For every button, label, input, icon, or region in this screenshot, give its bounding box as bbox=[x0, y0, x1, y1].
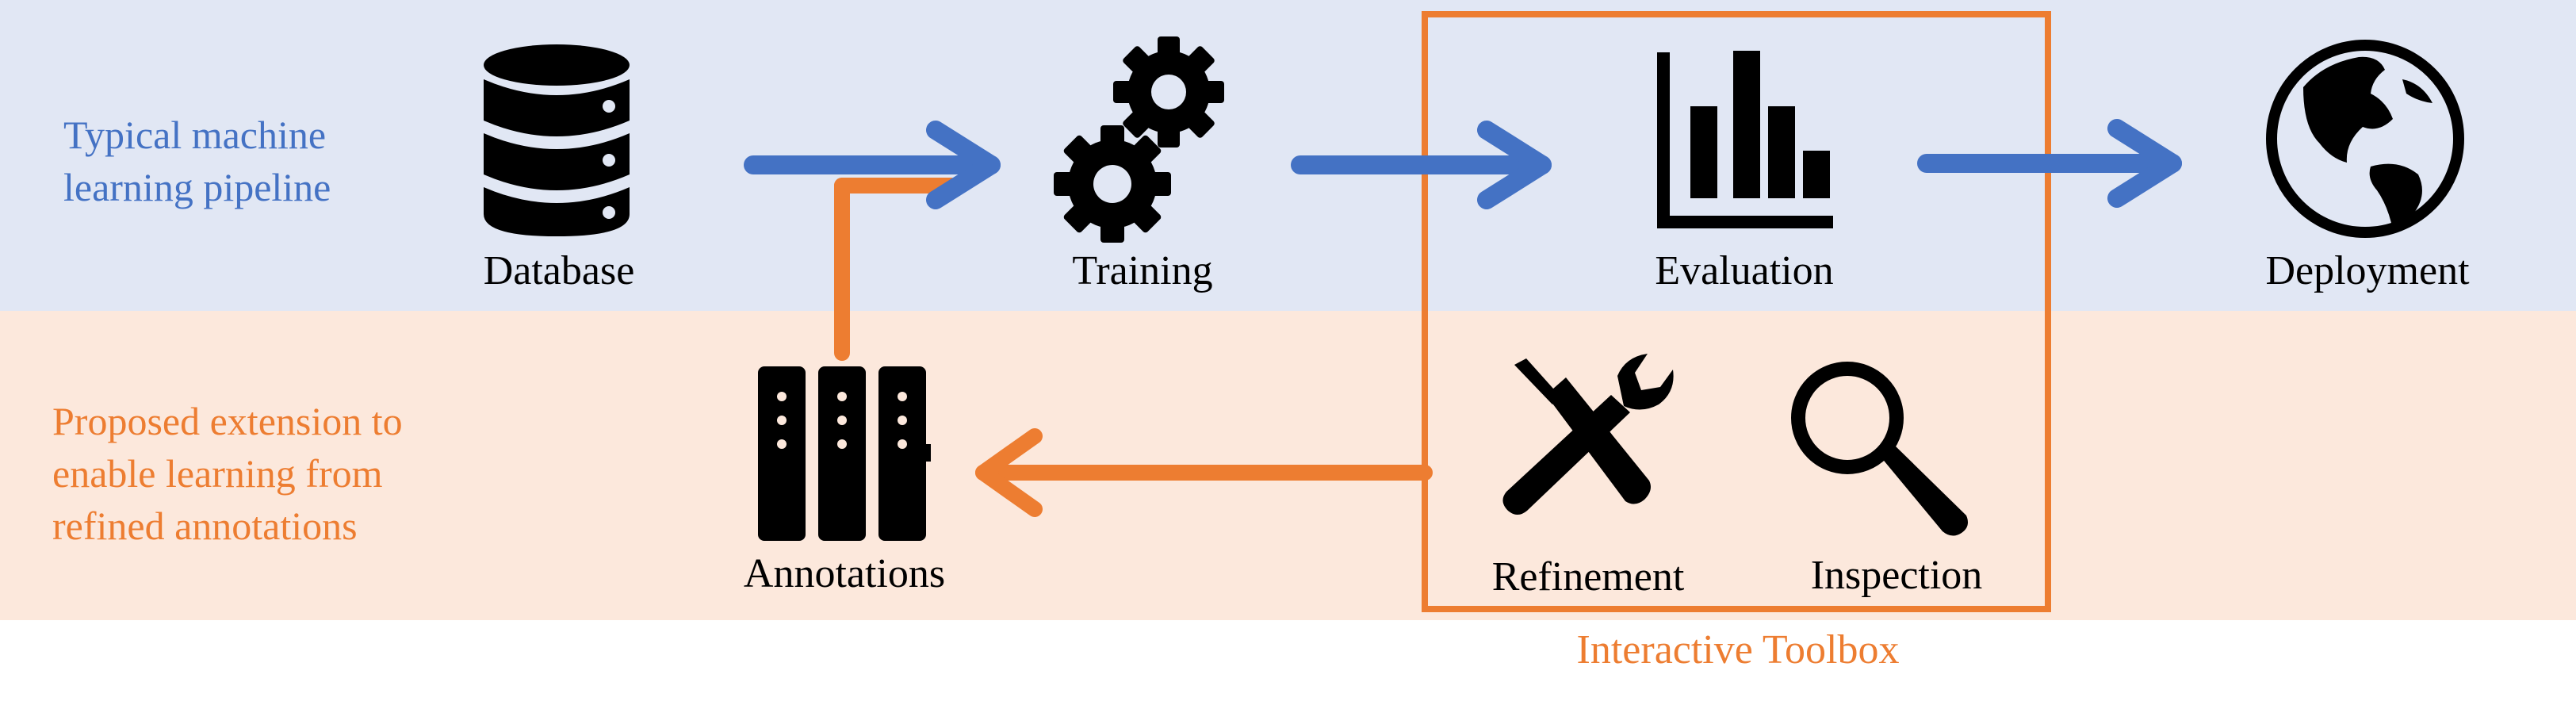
database-label: Database bbox=[483, 248, 635, 293]
evaluation-to-deployment-arrow bbox=[1917, 119, 2182, 208]
training-label: Training bbox=[1072, 248, 1213, 293]
interactive-toolbox-title: Interactive Toolbox bbox=[1576, 627, 1900, 672]
caption-line: learning pipeline bbox=[63, 165, 331, 209]
caption-line: Proposed extension to bbox=[52, 399, 403, 443]
caption-line: refined annotations bbox=[52, 504, 358, 548]
magnifier-icon bbox=[1791, 362, 1968, 536]
tools-icon bbox=[1502, 354, 1674, 515]
deployment-label: Deployment bbox=[2265, 248, 2470, 293]
database-icon bbox=[484, 44, 630, 236]
caption-line: Typical machine bbox=[63, 113, 327, 157]
refinement-label: Refinement bbox=[1491, 554, 1685, 600]
bar-chart-icon bbox=[1657, 51, 1833, 228]
caption-line: enable learning from bbox=[52, 451, 383, 496]
interactive-toolbox-frame bbox=[1422, 11, 2051, 612]
server-racks-icon bbox=[758, 366, 931, 541]
feedback-arrow bbox=[975, 428, 1433, 517]
training-to-evaluation-arrow bbox=[1291, 121, 1552, 209]
annotations-label: Annotations bbox=[743, 551, 946, 596]
typical-pipeline-caption: Typical machine learning pipeline bbox=[63, 109, 331, 213]
annotations-to-training-arrow bbox=[834, 178, 959, 361]
gears-icon bbox=[1054, 36, 1224, 243]
globe-icon bbox=[2266, 40, 2464, 238]
proposed-extension-caption: Proposed extension to enable learning fr… bbox=[52, 395, 403, 552]
database-to-training-arrow bbox=[744, 121, 1001, 209]
inspection-label: Inspection bbox=[1810, 553, 1983, 598]
evaluation-label: Evaluation bbox=[1655, 248, 1834, 293]
